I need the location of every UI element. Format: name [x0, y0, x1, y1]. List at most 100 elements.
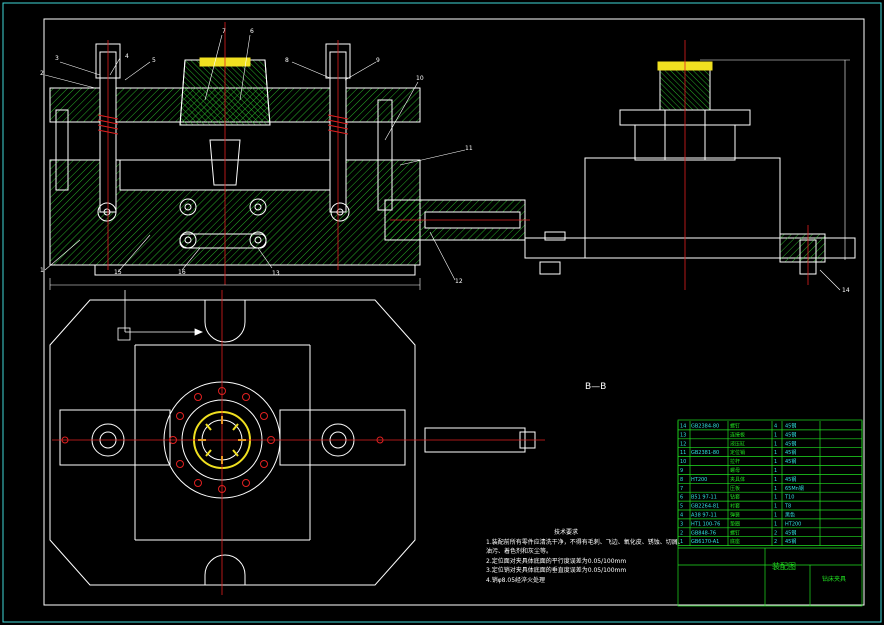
drawing-name: 装配图	[772, 561, 796, 571]
bom-cell: T10	[784, 495, 794, 501]
top-view	[49, 299, 536, 586]
bom-cell: 65Mn钢	[785, 485, 804, 492]
bom-cell: 压板	[730, 485, 740, 492]
bom-cell: 45钢	[785, 529, 796, 536]
part-label: 9	[376, 57, 380, 64]
bom-cell: 1	[774, 477, 777, 483]
bom-cell: 衬套	[730, 503, 740, 510]
part-label: 11	[465, 145, 473, 152]
section-arrow	[117, 290, 204, 341]
part-label: 2	[40, 70, 44, 77]
part-label: 7	[222, 28, 226, 35]
bom-cell: 3	[680, 521, 683, 527]
top-center-lines	[52, 290, 545, 595]
bom-cell: 液压缸	[730, 440, 745, 447]
bom-cell: 1	[774, 468, 777, 474]
bom-cell: GB2384-80	[691, 424, 719, 430]
bom-cell: 5	[680, 504, 683, 510]
bom-rows	[677, 421, 863, 546]
bom-cell: GB6170-A1	[691, 539, 719, 545]
bom-cell: 黑色	[785, 512, 795, 519]
bom-cell: 7	[680, 486, 683, 492]
side-dimensions	[700, 59, 850, 291]
bom-cell: 10	[680, 459, 686, 465]
bom-cell: 1	[774, 521, 777, 527]
part-label: 14	[842, 287, 850, 294]
note-item: 1.装配前所有零件应清洗干净，不得有毛刺、飞边、氧化皮、锈蚀、切屑、油污、着色剂…	[486, 538, 684, 556]
part-label: 4	[125, 53, 129, 60]
bom-cell: GB848-76	[691, 530, 716, 536]
note-item: 4.销φ8.05经淬火处理	[486, 576, 546, 584]
bom-cell: 1	[774, 450, 777, 456]
bom-cell: GB2381-80	[691, 450, 719, 456]
bom-cell: 连接板	[730, 431, 745, 438]
bom-cell: 1	[774, 441, 777, 447]
bom-cell: 9	[680, 468, 683, 474]
bom-cell: 45钢	[785, 476, 796, 483]
bom-cell: 钻套	[730, 494, 740, 501]
bom-cell: A38 97-11	[691, 513, 717, 519]
part-label: 10	[416, 75, 424, 82]
technical-notes: 技术要求 1.装配前所有零件应清洗干净，不得有毛刺、飞边、氧化皮、锈蚀、切屑、油…	[486, 528, 686, 586]
bom-cell: 1	[774, 432, 777, 438]
bom-cell: 底座	[730, 538, 740, 545]
bom-cell: 45钢	[785, 458, 796, 465]
note-item: 3.定位销对夹具体底面的垂直度误差为0.05/100mm	[486, 567, 627, 575]
part-label: 3	[55, 55, 59, 62]
inner-border	[43, 18, 865, 606]
bom-cell: 拉杆	[730, 458, 740, 465]
notes-title: 技术要求	[553, 529, 578, 536]
front-center-lines	[107, 22, 530, 285]
bom-cell: B51 97-11	[691, 495, 717, 501]
bom-cell: 定位销	[730, 449, 745, 456]
bom-cell: 螺母	[730, 467, 740, 474]
bom-cell: 1	[774, 513, 777, 519]
bom-cell: 45钢	[785, 440, 796, 447]
bom-cell: 夹具体	[730, 476, 745, 483]
bom-cell: 弹簧	[730, 512, 740, 519]
bom-cell: HT200	[691, 477, 707, 483]
bom-cell: 6	[680, 495, 683, 501]
bom-cell: 4	[680, 513, 683, 519]
front-view	[49, 43, 526, 276]
bom-cell: 垫圈	[730, 520, 740, 527]
bom-cell: 螺钉	[730, 529, 740, 536]
part-label: 8	[285, 57, 289, 64]
part-label: 12	[455, 278, 463, 285]
bom-cell: 2	[774, 530, 777, 536]
bom-cell: 11	[680, 450, 686, 456]
front-dimensions	[49, 278, 421, 290]
part-label: 13	[272, 270, 280, 277]
bom-cell: 8	[680, 477, 683, 483]
bom-cell: 45钢	[785, 423, 796, 430]
part-label: 1	[40, 267, 44, 274]
part-label: 6	[250, 28, 254, 35]
bom-cell: T8	[784, 504, 791, 510]
bom-cell: 2	[680, 530, 683, 536]
side-view	[524, 61, 856, 275]
bom-cell: 14	[680, 424, 686, 430]
bom-cell: HT1 100-76	[691, 521, 720, 527]
bom-cell: 45钢	[785, 449, 796, 456]
bom-cell: 1	[774, 459, 777, 465]
part-labels: 2 3 4 5 7 6 8 9 10 11 12 13 16 15 1	[40, 28, 473, 285]
bom-cell: HT200	[785, 521, 801, 527]
bom-cell: 45钢	[785, 538, 796, 545]
part-label: 16	[178, 269, 186, 276]
part-label: 15	[114, 269, 122, 276]
bom-cell: 12	[680, 441, 686, 447]
bom-cell: 1	[680, 539, 683, 545]
part-label: 5	[152, 57, 156, 64]
product-name: 钻床夹具	[822, 575, 846, 583]
side-center-lines	[684, 40, 809, 290]
bom-cell: 4	[774, 424, 777, 430]
bom-cell: 1	[774, 504, 777, 510]
bom-cell: 45钢	[785, 431, 796, 438]
section-label: B—B	[585, 382, 607, 392]
bom-cell: 螺钉	[730, 423, 740, 430]
bom-cell: 13	[680, 432, 686, 438]
bom-cell: 2	[774, 539, 777, 545]
